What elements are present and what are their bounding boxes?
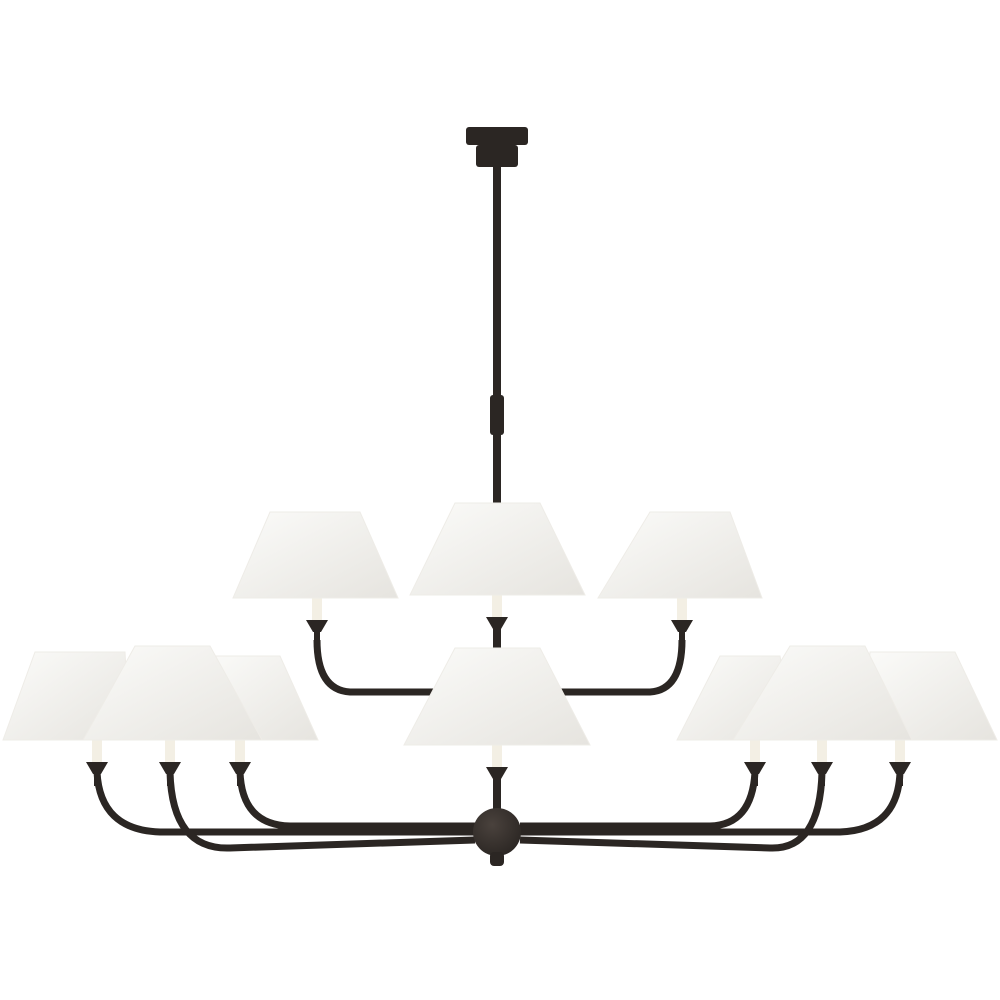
candle-stem — [237, 774, 243, 786]
lamp-shade — [597, 511, 763, 599]
candle-stem — [494, 779, 500, 791]
candle-cup — [811, 762, 833, 774]
lower-arm — [166, 771, 476, 852]
lamp-shade — [82, 645, 263, 741]
candle-cup — [744, 762, 766, 774]
candle-stem — [752, 774, 758, 786]
candle-cup — [86, 762, 108, 774]
candle — [895, 740, 905, 762]
candle-cup — [486, 617, 508, 629]
lamp-shade — [232, 511, 399, 599]
candle-stem — [494, 629, 500, 641]
candle-stem — [679, 632, 685, 644]
candle — [235, 740, 245, 762]
candle-stem — [819, 774, 825, 786]
candle — [492, 595, 502, 617]
center-hub — [473, 808, 521, 856]
candle — [312, 598, 322, 620]
candle-cup — [671, 620, 693, 632]
lamp-shade — [732, 645, 913, 741]
lower-arm — [519, 771, 826, 852]
candle — [817, 740, 827, 762]
candle — [165, 740, 175, 762]
candle-cup — [486, 767, 508, 779]
candle-stem — [94, 774, 100, 786]
candle — [750, 740, 760, 762]
downrod — [493, 167, 501, 507]
lamp-shade — [409, 502, 586, 596]
candle-cup — [306, 620, 328, 632]
candle-stem — [897, 774, 903, 786]
hub-finial — [490, 852, 504, 866]
lamp-shade — [403, 647, 591, 746]
lower-arm — [520, 771, 759, 830]
canopy-neck — [476, 145, 518, 167]
rod-coupler — [490, 395, 504, 435]
candle — [492, 745, 502, 767]
ceiling-canopy — [466, 127, 528, 145]
lamp-shades — [2, 502, 998, 791]
candle — [92, 740, 102, 762]
candle-cup — [889, 762, 911, 774]
candle-stem — [167, 774, 173, 786]
candle-cup — [159, 762, 181, 774]
candle-cup — [229, 762, 251, 774]
lower-arm — [236, 771, 475, 830]
candle — [677, 598, 687, 620]
candle-stem — [314, 632, 320, 644]
